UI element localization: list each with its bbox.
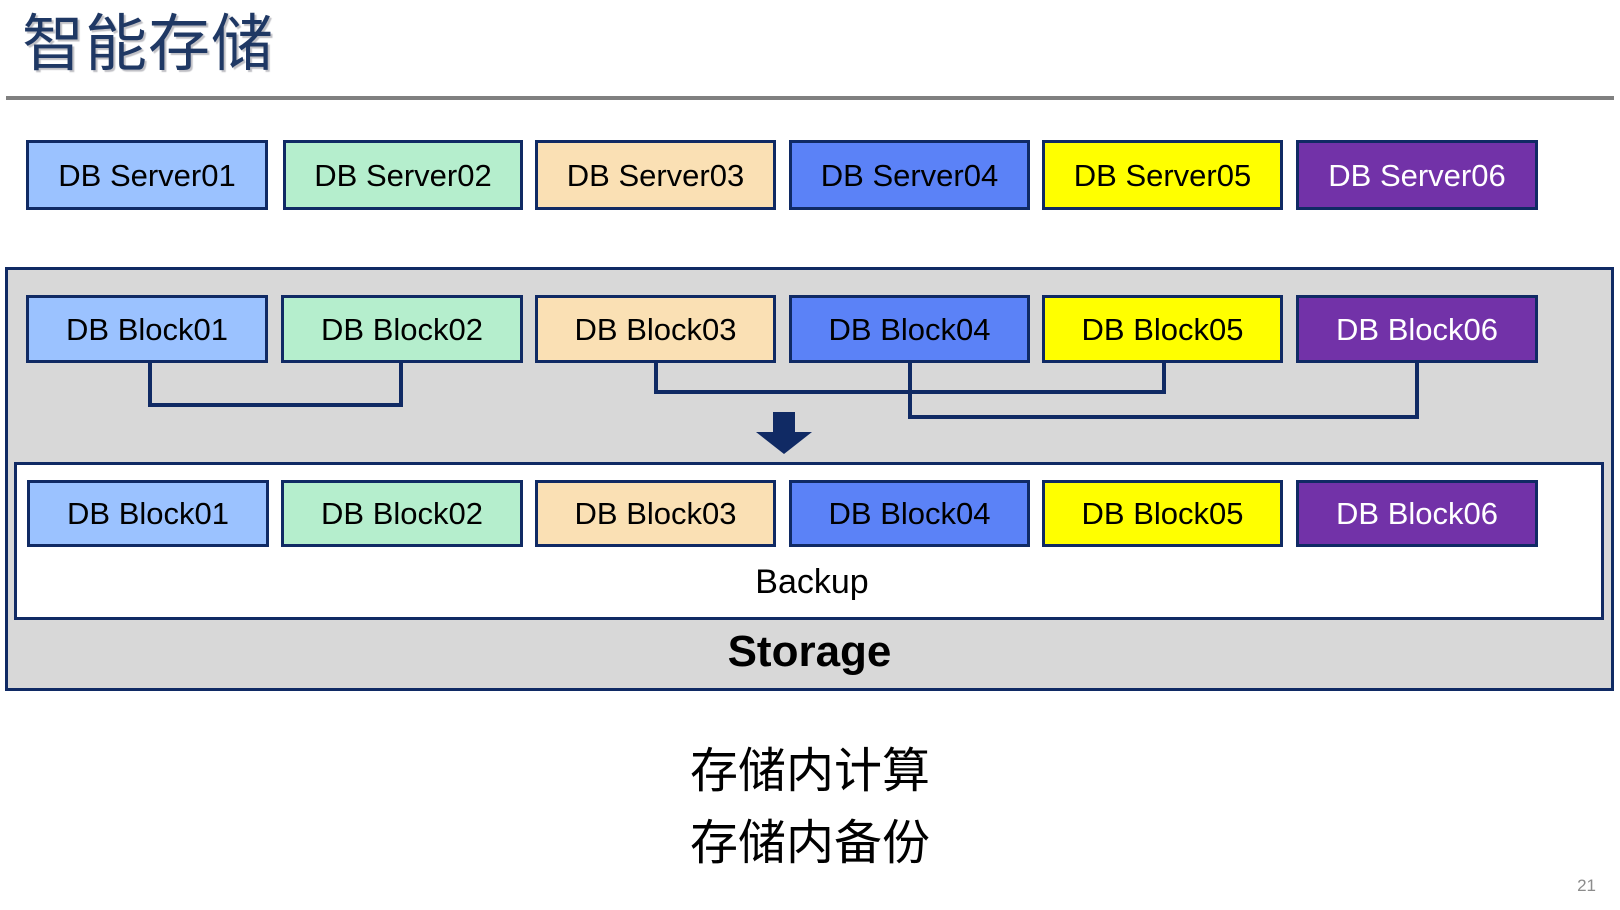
connector-block04-down bbox=[908, 363, 912, 419]
db-server-box[interactable]: DB Server03 bbox=[535, 140, 776, 210]
storage-label: Storage bbox=[727, 627, 892, 676]
backup-block-box[interactable]: DB Block03 bbox=[535, 480, 776, 547]
caption-line: 存储内备份 bbox=[689, 817, 930, 870]
connector-block05-down bbox=[1162, 363, 1166, 394]
db-server-box[interactable]: DB Server06 bbox=[1296, 140, 1538, 210]
db-server-box[interactable]: DB Server05 bbox=[1042, 140, 1283, 210]
db-block-box[interactable]: DB Block01 bbox=[26, 295, 268, 363]
db-server-box[interactable]: DB Server04 bbox=[789, 140, 1030, 210]
connector-block01-down bbox=[148, 363, 152, 407]
page-number: 21 bbox=[1577, 876, 1596, 895]
backup-block-box[interactable]: DB Block05 bbox=[1042, 480, 1283, 547]
backup-flow-arrow bbox=[756, 412, 812, 454]
backup-label: Backup bbox=[755, 563, 869, 601]
page-title: 智能存储 bbox=[22, 10, 275, 79]
connector-block04-06 bbox=[908, 415, 1419, 419]
db-block-box[interactable]: DB Block03 bbox=[535, 295, 776, 363]
connector-block01-02 bbox=[148, 403, 403, 407]
caption-line: 存储内计算 bbox=[689, 745, 930, 798]
db-server-box[interactable]: DB Server01 bbox=[26, 140, 268, 210]
backup-block-box[interactable]: DB Block06 bbox=[1296, 480, 1538, 547]
backup-block-box[interactable]: DB Block04 bbox=[789, 480, 1030, 547]
backup-block-box[interactable]: DB Block02 bbox=[281, 480, 523, 547]
db-block-box[interactable]: DB Block05 bbox=[1042, 295, 1283, 363]
db-server-box[interactable]: DB Server02 bbox=[283, 140, 523, 210]
backup-block-box[interactable]: DB Block01 bbox=[27, 480, 269, 547]
db-block-box[interactable]: DB Block02 bbox=[281, 295, 523, 363]
db-block-box[interactable]: DB Block06 bbox=[1296, 295, 1538, 363]
connector-block03-down bbox=[654, 363, 658, 394]
title-divider bbox=[6, 96, 1614, 100]
db-block-box[interactable]: DB Block04 bbox=[789, 295, 1030, 363]
slide-caption: 存储内计算 存储内备份 bbox=[0, 736, 1620, 880]
connector-block06-down bbox=[1415, 363, 1419, 419]
connector-block02-down bbox=[399, 363, 403, 407]
